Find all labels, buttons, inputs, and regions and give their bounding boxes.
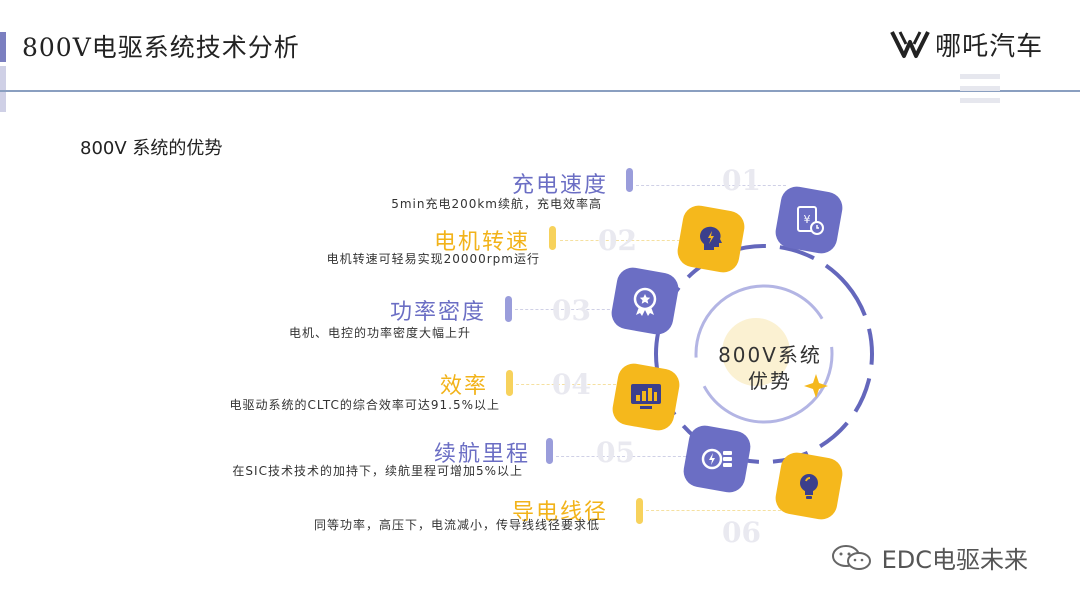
arc-decoration: [654, 244, 874, 464]
item-connector-wire-gauge: [646, 510, 786, 511]
svg-text:¥: ¥: [804, 213, 811, 226]
monitor-chart-icon: [610, 361, 682, 433]
item-marker-motor-speed: [549, 226, 556, 250]
head-bolt-icon: [675, 203, 747, 275]
center-label: 800V系统 优势: [700, 342, 840, 394]
item-marker-wire-gauge: [636, 498, 643, 524]
title-accent-bar-lower: [0, 66, 6, 112]
wechat-icon: [832, 544, 871, 570]
item-desc-charging: 5min充电200km续航，充电效率高: [391, 197, 602, 211]
item-connector-motor-speed: [560, 240, 680, 241]
header-divider: [0, 90, 1080, 92]
item-desc-range: 在SIC技术技术的加持下，续航里程可增加5%以上: [232, 464, 523, 478]
item-desc-wire-gauge: 同等功率，高压下，电流减小，传导线线径要求低: [313, 518, 600, 532]
money-clock-icon: ¥: [773, 184, 845, 256]
item-number-efficiency: 04: [552, 368, 591, 401]
item-number-power-density: 03: [552, 294, 591, 327]
item-connector-charging: [636, 185, 786, 186]
item-marker-efficiency: [506, 370, 513, 396]
center-label-line1: 800V系统: [718, 343, 822, 367]
item-connector-range: [556, 456, 686, 457]
item-title-range: 续航里程: [433, 442, 530, 467]
item-number-range: 05: [596, 436, 635, 469]
item-number-wire-gauge: 06: [722, 516, 761, 549]
item-desc-power-density: 电机、电控的功率密度大幅上升: [288, 326, 471, 340]
item-marker-power-density: [505, 296, 512, 322]
watermark: EDC电驱未来: [830, 540, 1028, 575]
page-title: 800V电驱系统技术分析: [22, 33, 300, 62]
section-subtitle: 800V 系统的优势: [80, 138, 223, 159]
neta-logo-icon: [890, 30, 930, 58]
item-number-motor-speed: 02: [598, 224, 637, 257]
item-title-charging: 充电速度: [511, 173, 608, 198]
lightbulb-icon: [773, 450, 845, 522]
item-marker-range: [546, 438, 553, 464]
item-number-charging: 01: [722, 164, 761, 197]
item-marker-charging: [626, 168, 633, 192]
medal-star-icon: [609, 265, 681, 337]
brand-name: 哪吒汽车: [935, 32, 1044, 62]
item-title-motor-speed: 电机转速: [433, 230, 530, 255]
item-title-efficiency: 效率: [439, 374, 488, 399]
item-connector-power-density: [515, 309, 615, 310]
decorative-lines: [960, 74, 1000, 110]
brand-logo: 哪吒汽车: [890, 26, 1043, 66]
item-desc-motor-speed: 电机转速可轻易实现20000rpm运行: [326, 252, 540, 266]
watermark-text: EDC电驱未来: [881, 546, 1029, 574]
item-connector-efficiency: [516, 384, 616, 385]
title-accent-bar: [0, 32, 6, 62]
item-title-wire-gauge: 导电线径: [511, 500, 608, 525]
item-title-power-density: 功率密度: [389, 300, 486, 325]
center-label-line2: 优势: [748, 369, 792, 393]
battery-bolt-icon: [681, 423, 753, 495]
item-desc-efficiency: 电驱动系统的CLTC的综合效率可达91.5%以上: [229, 398, 500, 412]
